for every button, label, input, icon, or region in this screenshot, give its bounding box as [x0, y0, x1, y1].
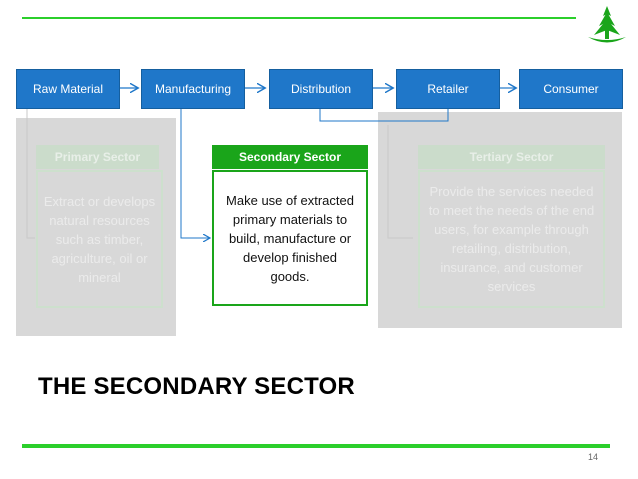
bottom-rule: [22, 444, 610, 448]
emblem-logo: [588, 6, 626, 43]
secondary-sector-description: Make use of extracted primary materials …: [212, 170, 368, 306]
flow-step-label: Raw Material: [32, 82, 104, 96]
tertiary-sector-description: Provide the services needed to meet the …: [418, 170, 605, 308]
flow-step-manufacturing: Manufacturing: [141, 69, 245, 109]
top-rule: [22, 17, 576, 19]
tertiary-sector-title: Tertiary Sector: [418, 145, 605, 169]
flow-step-label: Distribution: [290, 82, 352, 96]
flow-step-distribution: Distribution: [269, 69, 373, 109]
slide-title: THE SECONDARY SECTOR: [38, 373, 355, 400]
page-number: 14: [588, 452, 599, 462]
flow-step-label: Retailer: [427, 82, 469, 96]
flow-step-label: Manufacturing: [154, 82, 232, 96]
secondary-sector-text: Make use of extracted primary materials …: [226, 192, 354, 284]
primary-sector-text: Extract or develops natural resources su…: [43, 193, 156, 285]
secondary-sector-title: Secondary Sector: [212, 145, 368, 169]
tertiary-sector-text: Provide the services needed to meet the …: [428, 184, 595, 294]
flow-step-consumer: Consumer: [519, 69, 623, 109]
flow-step-raw-material: Raw Material: [16, 69, 120, 109]
primary-sector-description: Extract or develops natural resources su…: [36, 170, 163, 308]
flow-step-retailer: Retailer: [396, 69, 500, 109]
flow-step-label: Consumer: [543, 82, 599, 96]
primary-sector-title: Primary Sector: [36, 145, 159, 169]
